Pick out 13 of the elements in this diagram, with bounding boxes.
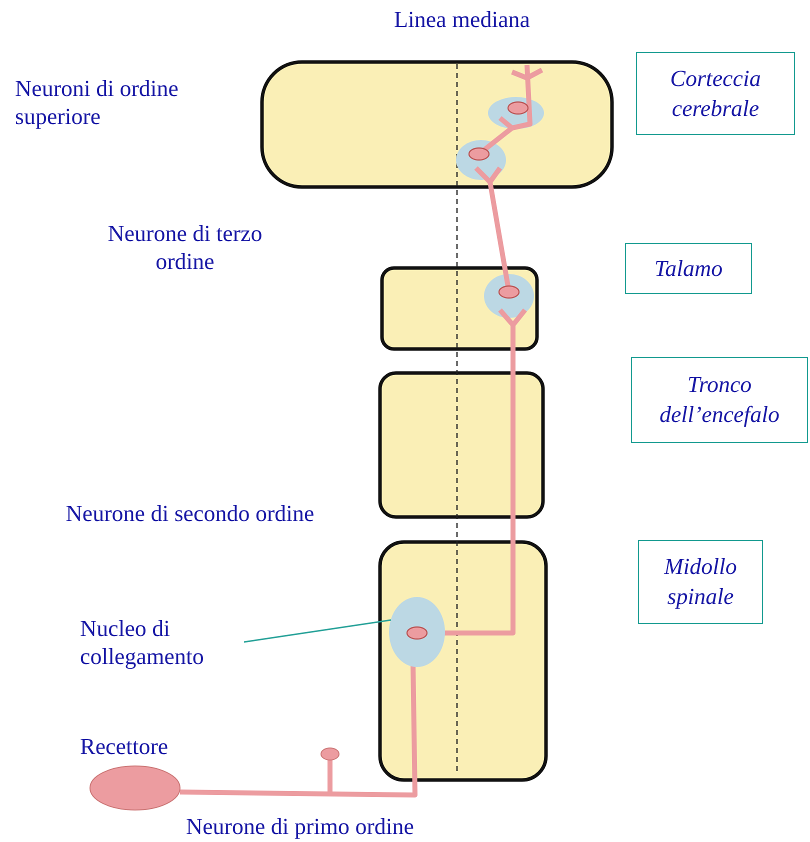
region-label-box: Tronco dell’encefalo — [631, 357, 808, 443]
caption-text: Neurone di secondo ordine — [65, 500, 315, 528]
caption-text: Linea mediana — [392, 6, 531, 34]
region-label-box: Talamo — [625, 243, 752, 294]
region-label-box: Midollo spinale — [638, 540, 763, 624]
leader-line — [244, 619, 392, 643]
nucleus-ellipse — [389, 597, 445, 667]
caption-text: Neuroni di ordine superiore — [15, 75, 180, 131]
callout-text: Nucleo di collegamento — [80, 615, 245, 671]
region-label-box: Corteccia cerebrale — [636, 52, 795, 135]
caption-text: Recettore — [80, 733, 170, 761]
caption-text: Neurone di terzo ordine — [106, 220, 264, 276]
caption-text: Neurone di primo ordine — [184, 813, 416, 841]
